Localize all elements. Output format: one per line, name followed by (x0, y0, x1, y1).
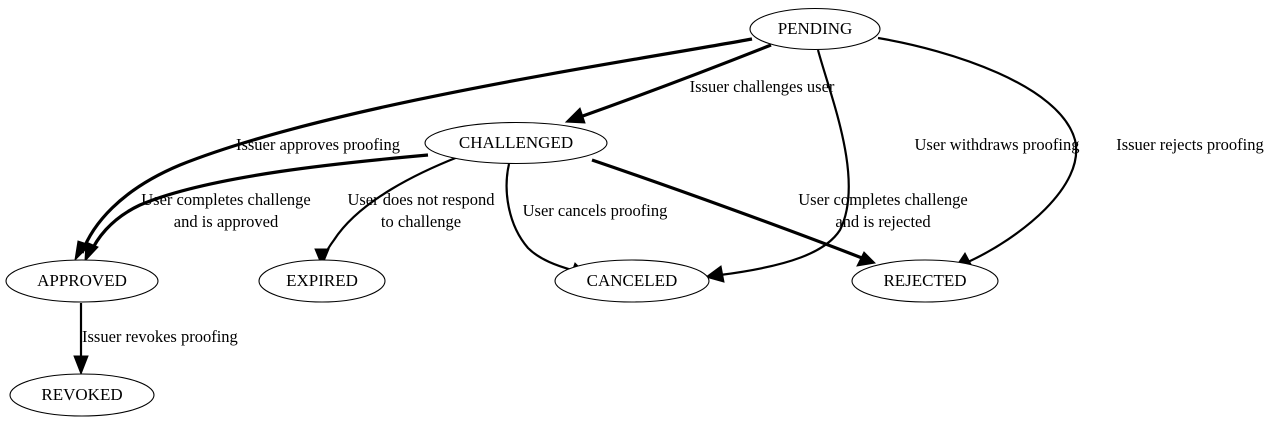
edge-label-user-cancels-proofing: User cancels proofing (523, 201, 668, 220)
edge-label-user-completes-challenge-approved: User completes challenge and is approved (141, 190, 311, 231)
edge-approved-to-revoked[interactable] (73, 303, 89, 376)
edge-pending-to-canceled[interactable] (704, 49, 850, 283)
edge-label-line-1: User completes challenge (798, 190, 968, 209)
edge-label-line-2: and is rejected (835, 212, 931, 231)
node-canceled-label: CANCELED (587, 271, 678, 290)
edge-challenged-to-rejected-arrowhead (856, 251, 877, 267)
edge-challenged-to-expired[interactable] (314, 155, 459, 268)
edge-challenged-to-canceled-path (505, 163, 573, 272)
edge-label-line-2: and is approved (174, 212, 279, 231)
node-approved-label: APPROVED (37, 271, 127, 290)
edge-challenged-to-rejected[interactable] (591, 158, 877, 267)
edge-label-user-withdraws-proofing: User withdraws proofing (915, 135, 1080, 154)
edge-label-line-2: to challenge (381, 212, 461, 231)
edge-label-line-1: User does not respond (347, 190, 495, 209)
edge-challenged-to-rejected-path (591, 158, 863, 260)
edge-label-issuer-challenges-user: Issuer challenges user (690, 77, 835, 96)
node-approved[interactable]: APPROVED (5, 259, 159, 303)
edge-label-user-completes-challenge-rejected: User completes challenge and is rejected (798, 190, 968, 231)
node-rejected-label: REJECTED (883, 271, 966, 290)
node-challenged-ellipse (424, 121, 608, 165)
node-challenged-label: CHALLENGED (459, 133, 573, 152)
node-pending[interactable]: PENDING (749, 7, 881, 51)
node-canceled[interactable]: CANCELED (554, 259, 710, 303)
edge-challenged-to-approved-path (88, 153, 429, 255)
node-rejected[interactable]: REJECTED (851, 259, 999, 303)
node-revoked-ellipse (9, 373, 155, 417)
edge-pending-to-challenged[interactable] (564, 43, 772, 124)
edge-label-issuer-rejects-proofing: Issuer rejects proofing (1116, 135, 1264, 154)
edge-pending-to-challenged-arrowhead (564, 107, 586, 124)
edge-label-user-does-not-respond: User does not respond to challenge (347, 190, 495, 231)
edge-challenged-to-expired-arrowhead (314, 248, 330, 268)
node-pending-label: PENDING (778, 19, 853, 38)
edge-pending-to-challenged-path (579, 43, 772, 119)
edge-label-line-1: User completes challenge (141, 190, 311, 209)
node-canceled-ellipse (554, 259, 710, 303)
node-expired-label: EXPIRED (286, 271, 358, 290)
edge-challenged-to-approved-arrowhead (84, 241, 99, 263)
node-challenged[interactable]: CHALLENGED (424, 121, 608, 165)
edge-pending-to-rejected-path (877, 36, 1078, 263)
edge-label-issuer-revokes-proofing: Issuer revokes proofing (82, 327, 238, 346)
edge-pending-to-canceled-path (719, 49, 850, 277)
edge-label-issuer-approves-proofing: Issuer approves proofing (236, 135, 400, 154)
node-pending-ellipse (749, 7, 881, 51)
edge-approved-to-revoked-arrowhead (73, 355, 89, 376)
node-expired[interactable]: EXPIRED (258, 259, 386, 303)
node-approved-ellipse (5, 259, 159, 303)
edge-challenged-to-canceled[interactable] (505, 163, 587, 279)
edge-pending-to-approved-path (80, 37, 753, 254)
node-revoked[interactable]: REVOKED (9, 373, 155, 417)
node-revoked-label: REVOKED (41, 385, 122, 404)
node-expired-ellipse (258, 259, 386, 303)
edge-challenged-to-approved[interactable] (84, 153, 429, 263)
edge-pending-to-canceled-arrowhead (704, 265, 725, 283)
node-rejected-ellipse (851, 259, 999, 303)
